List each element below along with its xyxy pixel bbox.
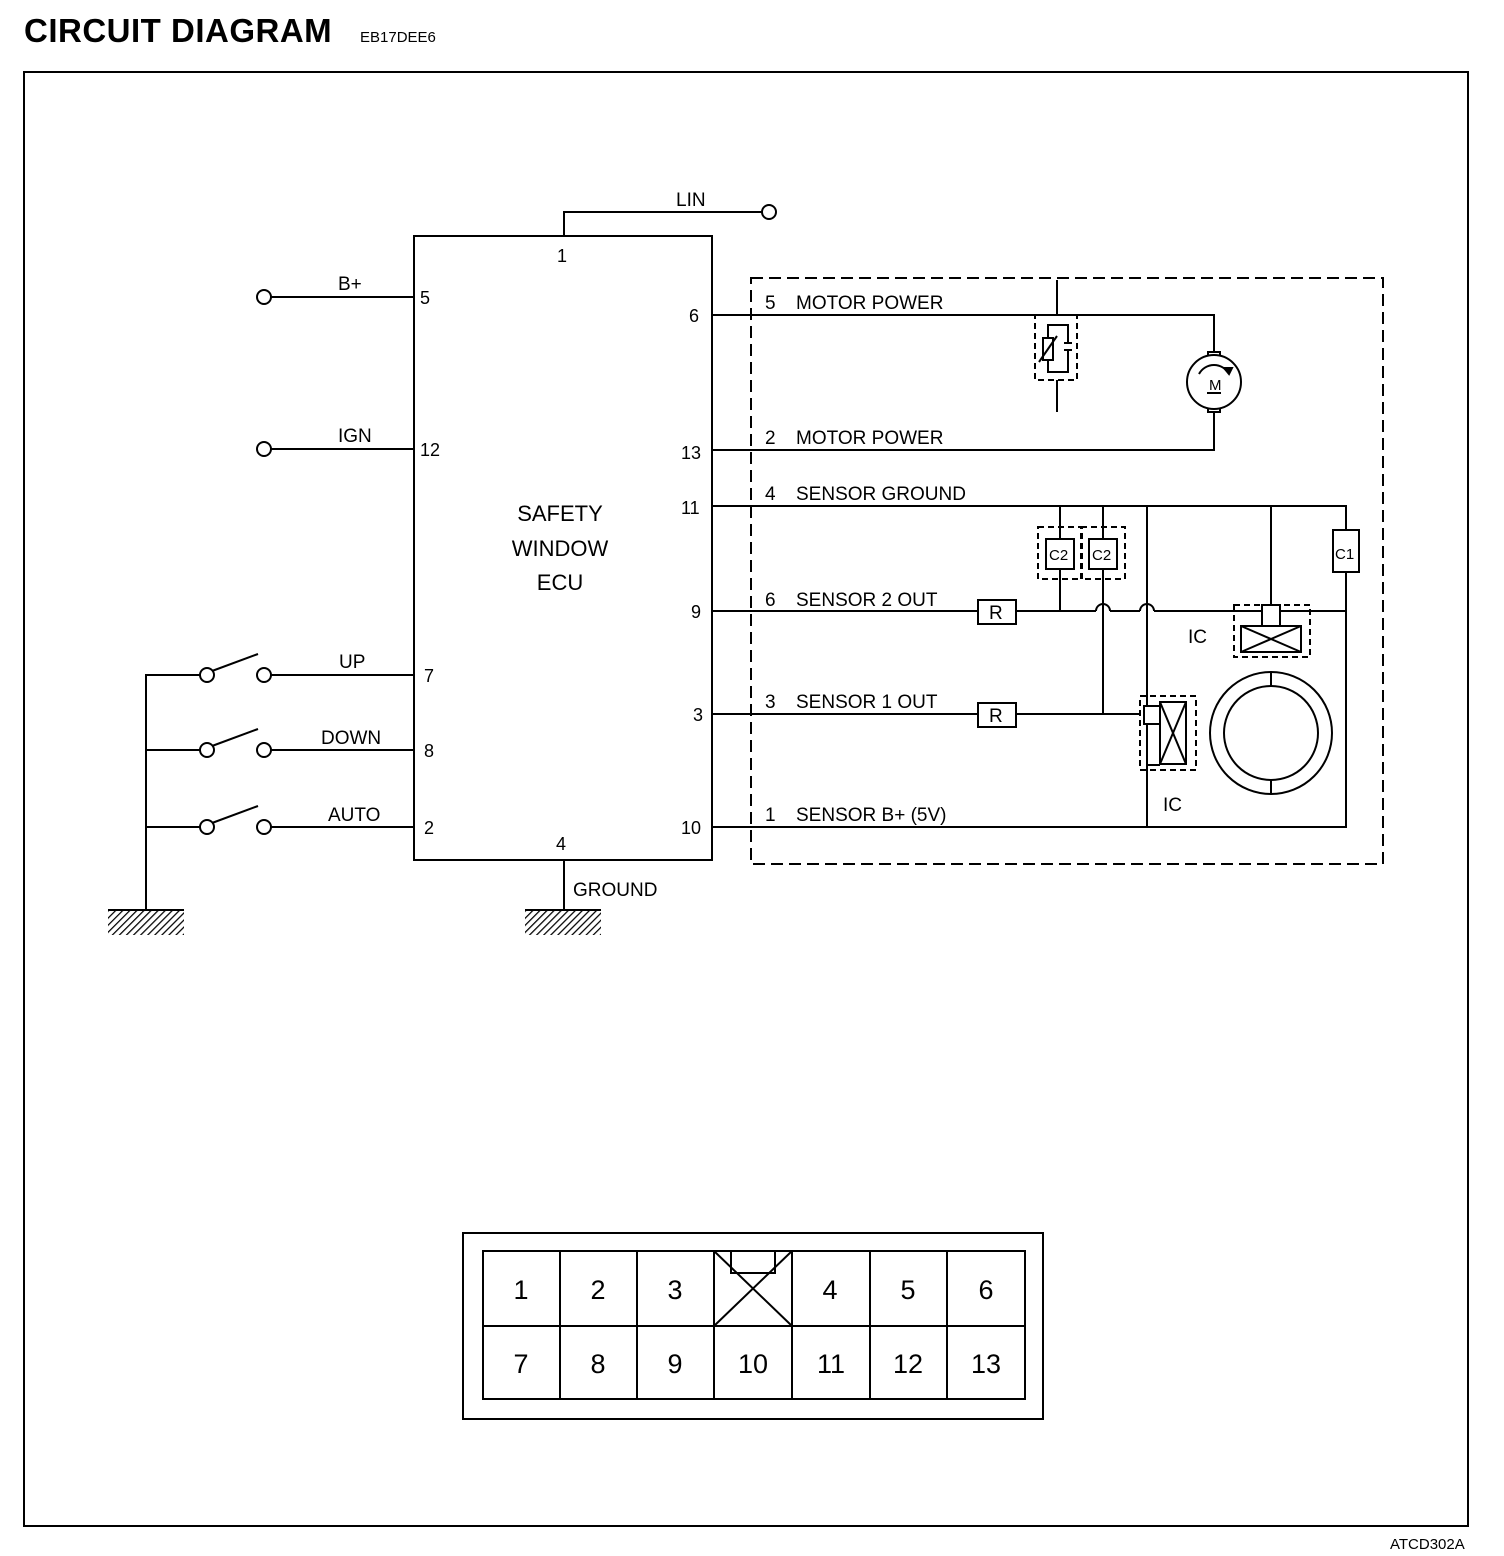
capacitor-c1 — [1332, 529, 1360, 573]
connector-cell-9: 9 — [667, 1349, 682, 1379]
connector-cell-13: 13 — [971, 1349, 1001, 1379]
resistor-sensor-1 — [977, 702, 1017, 728]
up-switch — [199, 653, 414, 683]
sensor-magnet-ring — [1209, 671, 1333, 795]
capacitor-label-c2-left: C2 — [1049, 547, 1068, 564]
ecu-name-line-3: ECU — [537, 570, 583, 595]
connector-cell-7: 7 — [513, 1349, 528, 1379]
ign-label: IGN — [338, 426, 372, 447]
ecu-pin-13: 13 — [681, 443, 701, 463]
wire-label-sensor-b-plus: SENSOR B+ (5V) — [796, 805, 946, 826]
connector-cell-2: 2 — [590, 1275, 605, 1305]
figure-id: ATCD302A — [1390, 1536, 1465, 1553]
wire-pin-5: 5 — [765, 293, 776, 314]
wire-pin-1: 1 — [765, 805, 776, 826]
capacitor-c2-left — [1037, 526, 1083, 580]
wire-pin-3: 3 — [765, 692, 776, 713]
connector-cell-8: 8 — [590, 1349, 605, 1379]
connector-grid — [482, 1250, 1026, 1400]
ecu-pin-3: 3 — [693, 705, 703, 725]
capacitor-label-c1: C1 — [1335, 546, 1354, 563]
ecu-pin-9: 9 — [691, 602, 701, 622]
switch-ground-symbol — [108, 910, 184, 935]
ecu-pin-bottom: 4 — [556, 834, 566, 854]
wire-label-motor-power-1: MOTOR POWER — [796, 293, 943, 314]
lin-label: LIN — [676, 190, 706, 211]
ecu-pin-12: 12 — [420, 440, 440, 460]
ecu-pin-7: 7 — [424, 666, 434, 686]
wire-label-sensor-2-out: SENSOR 2 OUT — [796, 590, 938, 611]
switch-ground-bus — [145, 674, 200, 910]
motor-unit-wires — [712, 314, 1347, 828]
auto-label: AUTO — [328, 805, 380, 826]
ecu-pin-5: 5 — [420, 288, 430, 308]
resistor-label-sensor-1: R — [989, 706, 1003, 727]
wire-pin-6: 6 — [765, 590, 776, 611]
wire-pin-2: 2 — [765, 428, 776, 449]
capacitor-label-c2-right: C2 — [1092, 547, 1111, 564]
auto-switch — [199, 805, 414, 835]
connector-cell-10: 10 — [738, 1349, 768, 1379]
b-plus-label: B+ — [338, 274, 362, 295]
lin-line — [563, 204, 777, 236]
ecu-ground-symbol — [525, 910, 601, 935]
hall-ic-upper — [1233, 604, 1311, 658]
resistor-sensor-2 — [977, 599, 1017, 625]
varistor-capacitor-element — [1034, 280, 1078, 412]
down-switch — [199, 728, 414, 758]
ecu-pin-2: 2 — [424, 818, 434, 838]
motor-letter: M — [1209, 377, 1222, 394]
ign-line — [256, 441, 414, 457]
connector-cell-1: 1 — [513, 1275, 528, 1305]
hall-ic-lower — [1139, 695, 1197, 771]
ic-label-lower: IC — [1163, 795, 1182, 816]
ground-label: GROUND — [573, 880, 657, 901]
resistor-label-sensor-2: R — [989, 603, 1003, 624]
ic-label-upper: IC — [1188, 627, 1207, 648]
wire-label-sensor-1-out: SENSOR 1 OUT — [796, 692, 938, 713]
connector-cell-4: 4 — [822, 1275, 837, 1305]
ecu-pin-8: 8 — [424, 741, 434, 761]
ecu-pin-10: 10 — [681, 818, 701, 838]
up-label: UP — [339, 652, 365, 673]
ecu-name-line-1: SAFETY — [517, 501, 603, 526]
capacitor-c2-right — [1080, 526, 1126, 580]
connector-cell-3: 3 — [667, 1275, 682, 1305]
connector-cell-5: 5 — [900, 1275, 915, 1305]
down-label: DOWN — [321, 728, 381, 749]
connector-housing — [462, 1232, 1044, 1420]
ecu-pin-11: 11 — [681, 498, 700, 518]
ecu-pin-6: 6 — [689, 306, 699, 326]
connector-cell-12: 12 — [893, 1349, 923, 1379]
page-title: CIRCUIT DIAGRAM — [24, 12, 333, 49]
motor-symbol — [1186, 351, 1242, 413]
ecu-name-line-2: WINDOW — [512, 536, 609, 561]
wire-pin-4: 4 — [765, 484, 776, 505]
wire-label-motor-power-2: MOTOR POWER — [796, 428, 943, 449]
connector-cell-6: 6 — [978, 1275, 993, 1305]
page-code: EB17DEE6 — [360, 29, 436, 46]
b-plus-line — [256, 289, 414, 305]
outer-frame — [23, 71, 1469, 1527]
connector-cell-11: 11 — [817, 1349, 845, 1379]
ecu-pin-top: 1 — [557, 246, 567, 266]
motor-unit-box — [750, 277, 1384, 865]
wire-label-sensor-ground: SENSOR GROUND — [796, 484, 966, 505]
